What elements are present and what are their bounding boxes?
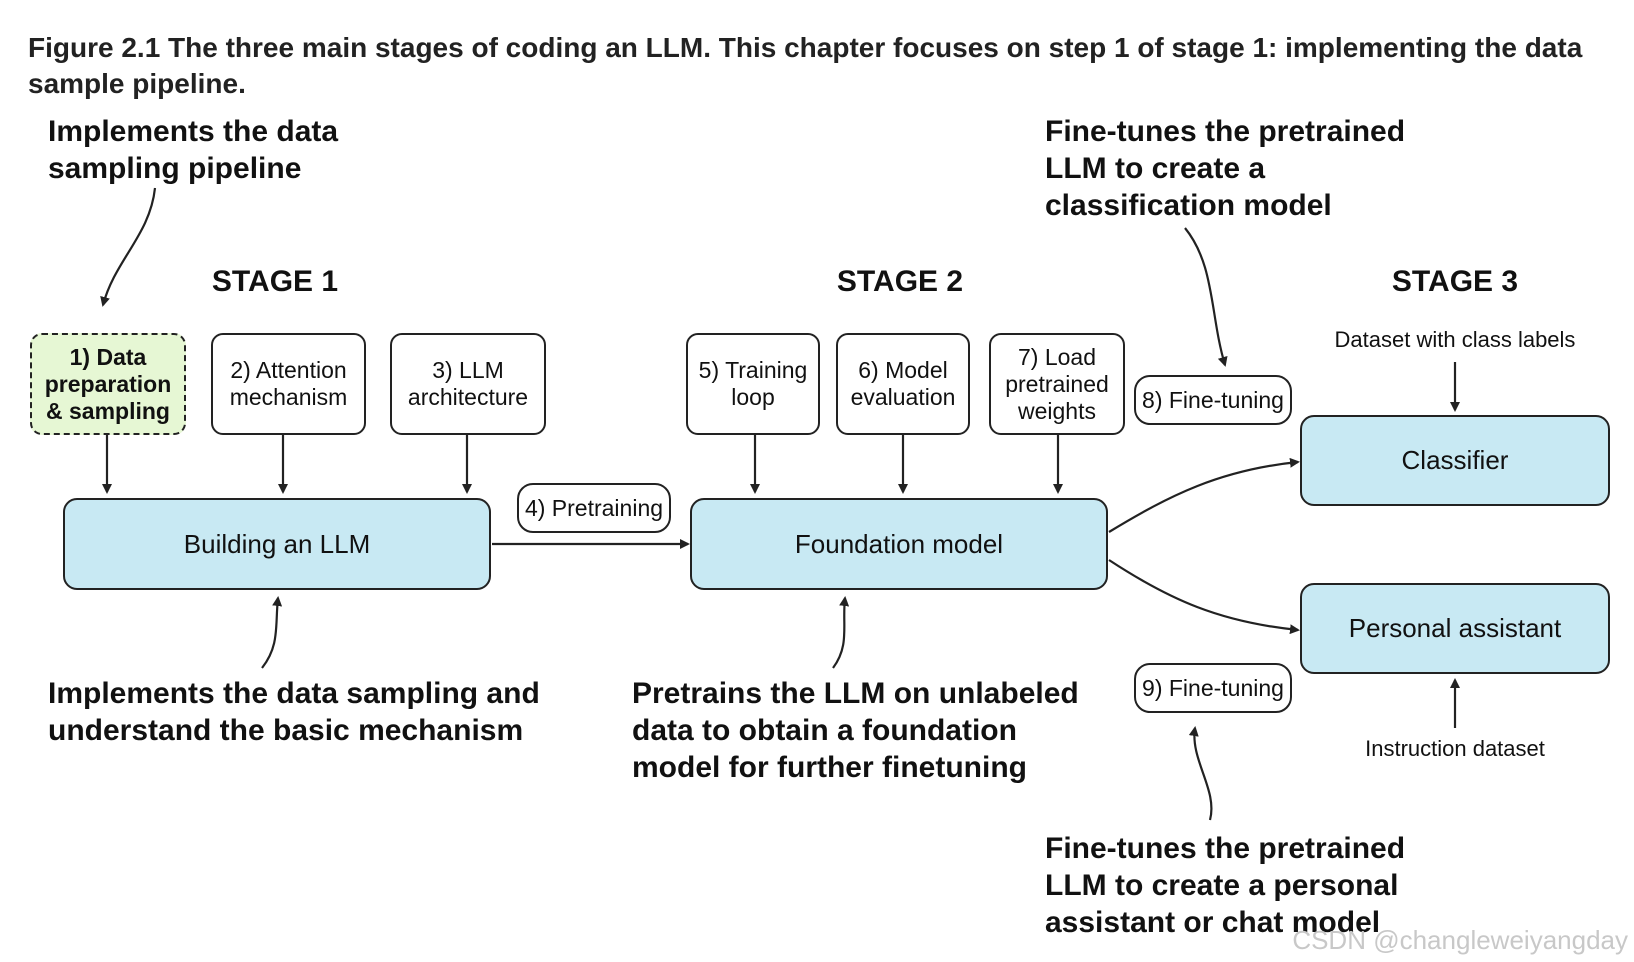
note-top-right: Fine-tunes the pretrained LLM to create …	[1045, 115, 1406, 222]
classifier-box: Classifier	[1300, 415, 1610, 506]
step-4-pretraining: 4) Pretraining	[517, 483, 671, 533]
personal-assistant-box: Personal assistant	[1300, 583, 1610, 674]
stage-1-label: STAGE 1	[211, 265, 339, 298]
note-arrow-bottom-left	[261, 596, 283, 669]
building-llm-box: Building an LLM	[63, 498, 491, 590]
dataset-class-labels-label: Dataset with class labels	[1334, 327, 1576, 352]
step-5-training-loop: 5) Training loop	[686, 333, 820, 435]
step-8-finetuning: 8) Fine-tuning	[1134, 375, 1292, 425]
step-7-load-weights: 7) Load pretrained weights	[989, 333, 1125, 435]
step-6-evaluation: 6) Model evaluation	[836, 333, 970, 435]
note-bottom-middle: Pretrains the LLM on unlabeled data to o…	[632, 677, 1079, 784]
instruction-dataset-label: Instruction dataset	[1365, 736, 1545, 761]
watermark: CSDN @changleweiyangday	[1292, 925, 1628, 955]
note-top-left: Implements the data sampling pipeline	[48, 115, 339, 185]
step-1-data-preparation: 1) Data preparation & sampling	[30, 333, 186, 435]
stage-2-label: STAGE 2	[836, 265, 964, 298]
step-9-finetuning: 9) Fine-tuning	[1134, 663, 1292, 713]
note-arrow-bottom-middle	[832, 596, 850, 669]
foundation-model-box: Foundation model	[690, 498, 1108, 590]
figure-caption: Figure 2.1 The three main stages of codi…	[28, 32, 1583, 99]
note-arrow-top-right	[1184, 227, 1228, 367]
note-arrow-top-left	[100, 187, 157, 307]
stage-3-label: STAGE 3	[1391, 265, 1519, 298]
step-3-architecture: 3) LLM architecture	[390, 333, 546, 435]
arrow-to-classifier	[1108, 457, 1300, 533]
note-bottom-right: Fine-tunes the pretrained LLM to create …	[1045, 832, 1406, 939]
note-bottom-left: Implements the data sampling and underst…	[48, 677, 540, 747]
arrow-to-assistant	[1108, 559, 1300, 635]
note-arrow-bottom-right	[1188, 726, 1213, 821]
step-2-attention: 2) Attention mechanism	[211, 333, 366, 435]
